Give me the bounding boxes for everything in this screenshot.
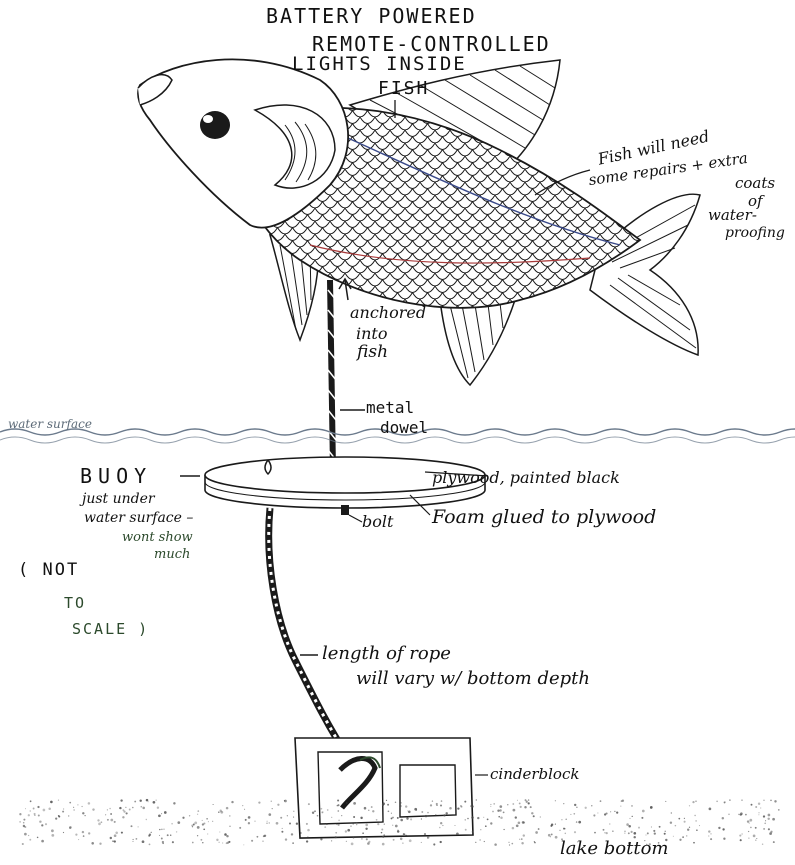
anal-fin <box>440 300 515 385</box>
plywood-label: plywood, painted black <box>432 470 620 487</box>
anchored-line-2: into <box>356 326 387 343</box>
rope-line-2: will vary w/ bottom depth <box>356 670 590 689</box>
anchored-line-1: anchored <box>350 305 426 322</box>
bolt-label: bolt <box>362 514 393 531</box>
title-line-2: REMOTE-CONTROLLED <box>312 34 551 55</box>
buoy-note-1: just under <box>82 492 155 507</box>
repairs-line-6: proofing <box>725 226 785 241</box>
rope <box>269 508 350 760</box>
lake-bottom-label: lake bottom <box>560 840 669 859</box>
rope-line-1: length of rope <box>322 645 451 664</box>
buoy-note-2: water surface – <box>84 511 193 526</box>
scale-line-1: ( NOT <box>18 562 79 580</box>
title-line-3: LIGHTS INSIDE <box>292 55 467 75</box>
title-line-4: FISH <box>378 80 429 99</box>
dowel-line-1: metal <box>366 400 414 417</box>
anchored-line-3: fish <box>357 344 388 362</box>
cinderblock <box>295 738 473 838</box>
foam-label: Foam glued to plywood <box>432 508 656 528</box>
buoy-note-4: much <box>154 548 190 562</box>
water-surface-label: water surface <box>8 418 92 431</box>
dowel-line-2: dowel <box>380 420 428 437</box>
repairs-line-3: coats <box>735 176 775 192</box>
buoy-label: BUOY <box>80 466 152 487</box>
scale-line-2: TO <box>64 596 86 612</box>
cinderblock-label: cinderblock <box>490 767 579 783</box>
title-line-1: BATTERY POWERED <box>266 6 477 27</box>
fish-eye <box>200 111 230 139</box>
repairs-line-5: water- <box>708 208 757 224</box>
scale-line-3: SCALE ) <box>72 622 149 638</box>
buoy-note-3: wont show <box>122 531 193 545</box>
